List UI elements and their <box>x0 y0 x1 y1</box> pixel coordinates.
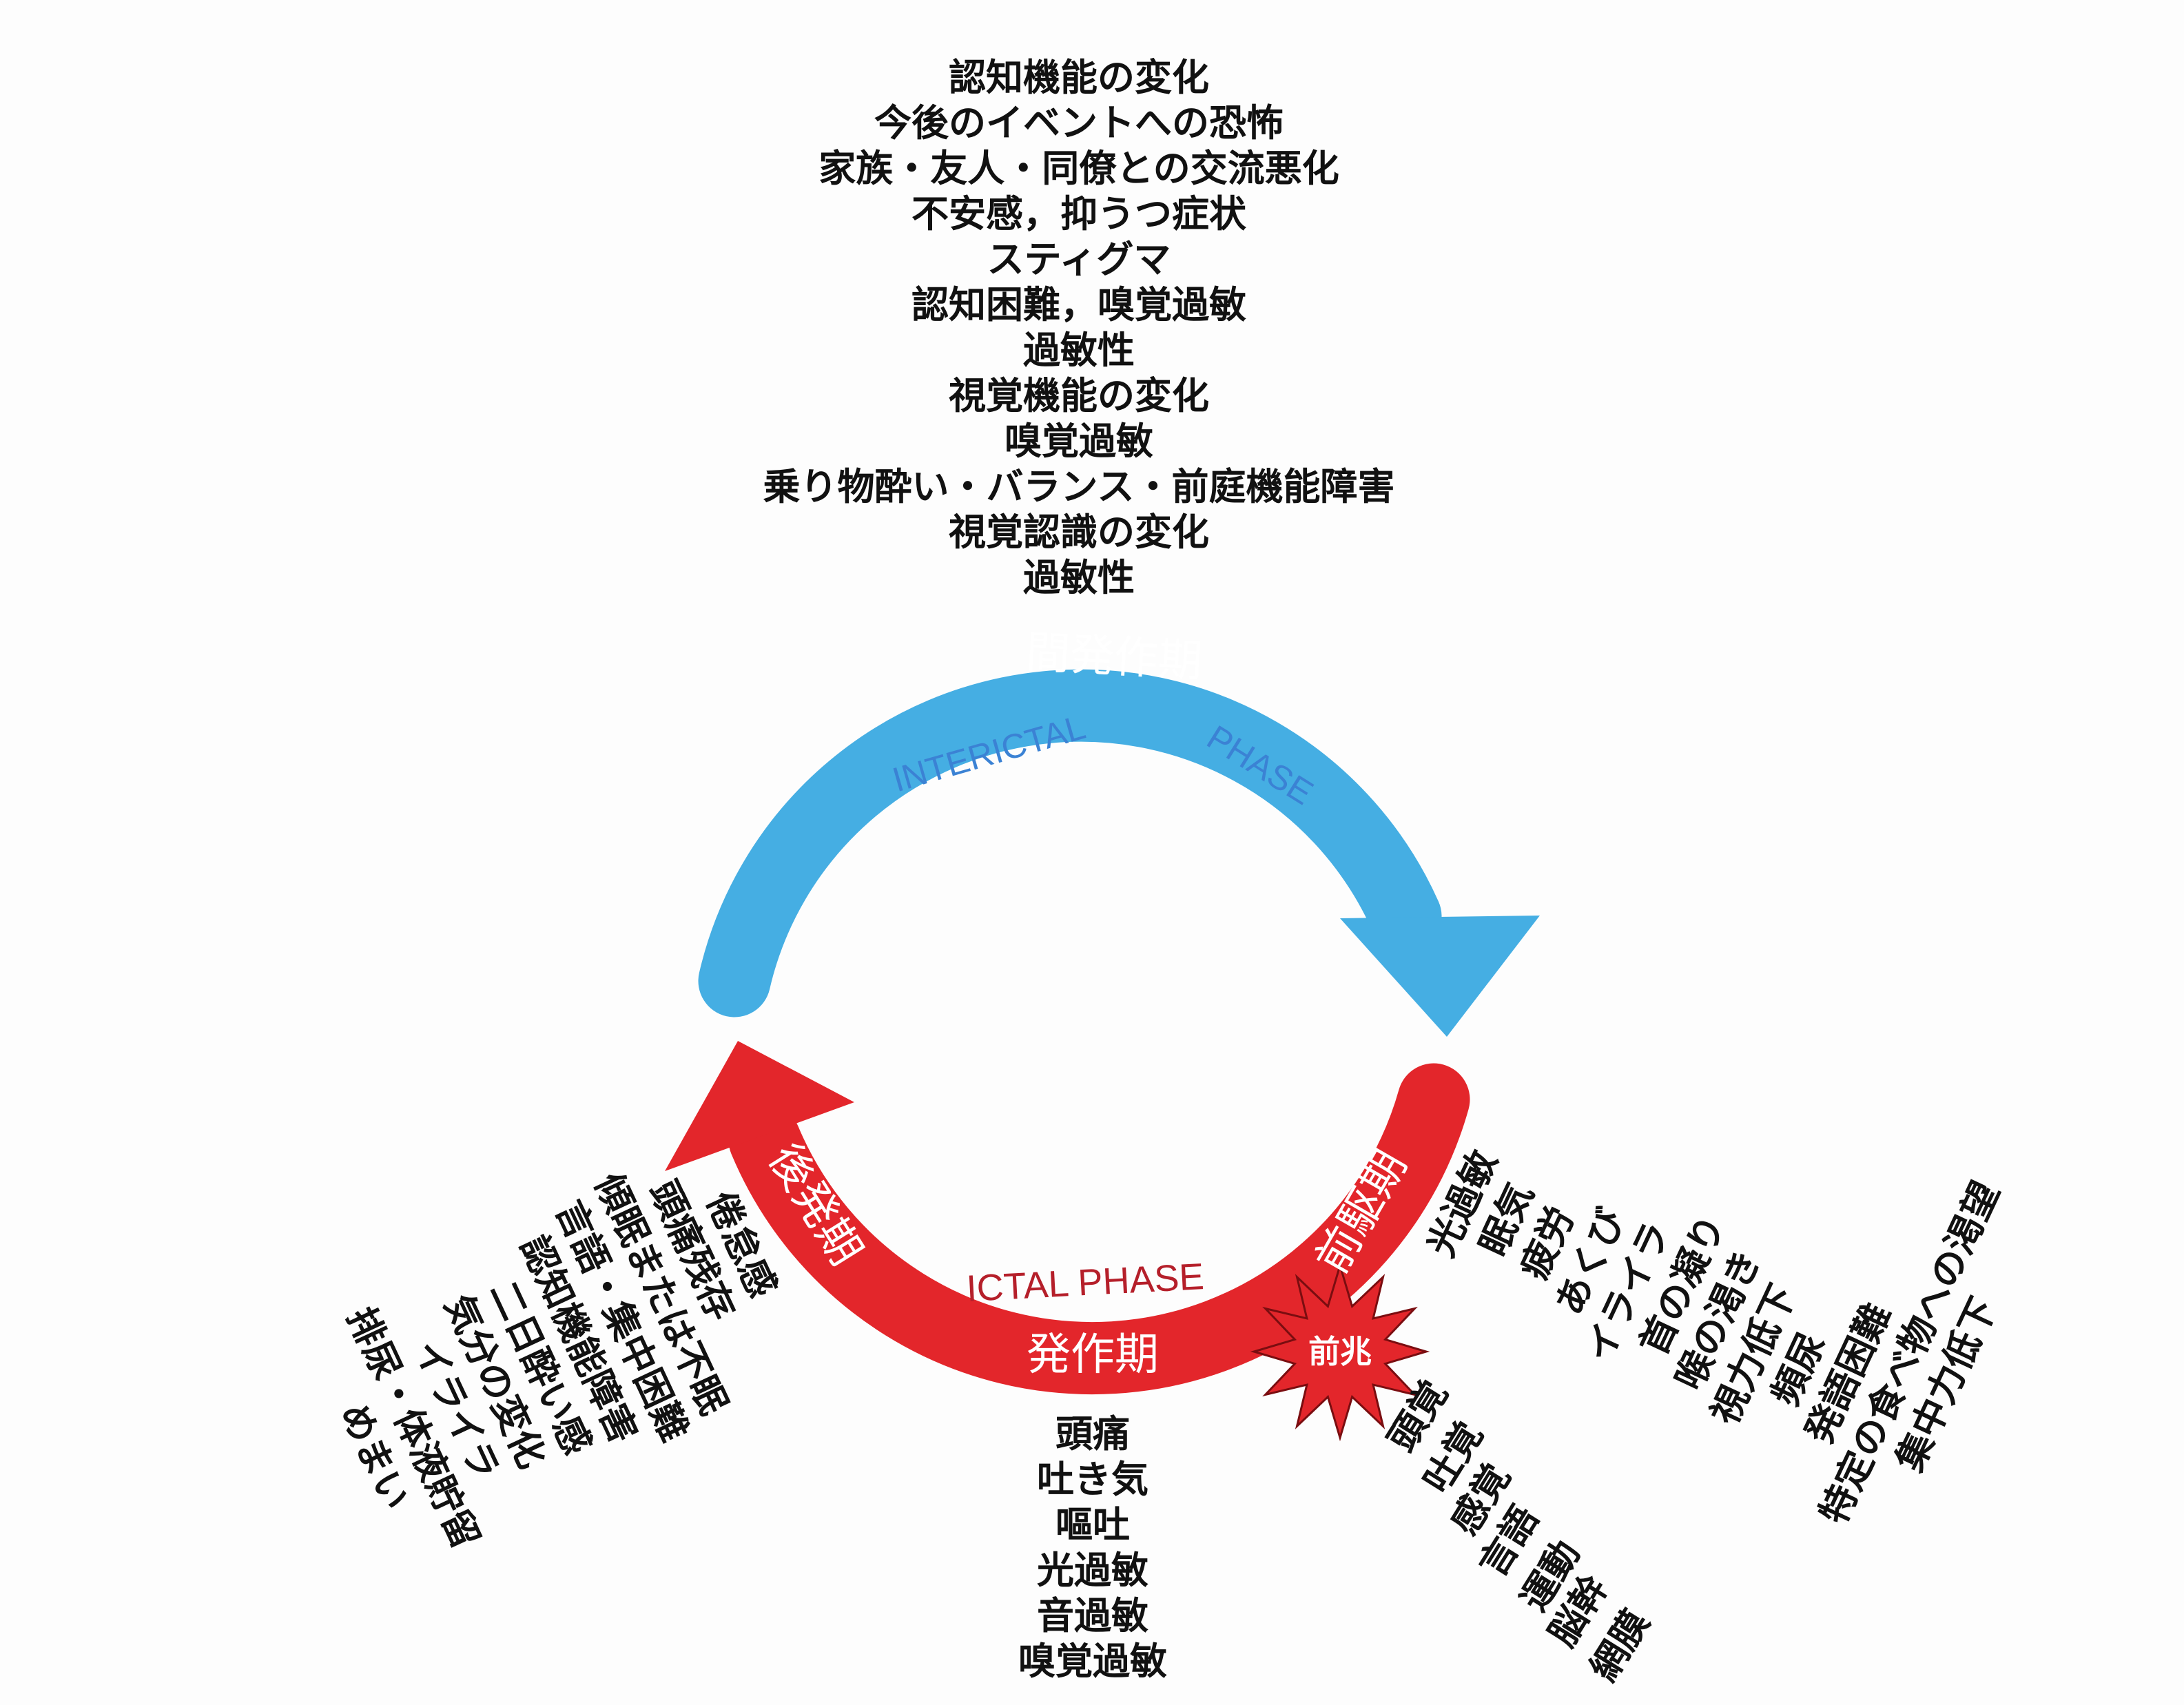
interictal-symptom: 嗅覚過敏 <box>1005 420 1153 463</box>
interictal-symptom-list: 認知機能の変化今後のイベントへの恐怖家族・友人・同僚との交流悪化不安感，抑うつ症… <box>763 56 1395 599</box>
aura-starburst: 前兆 <box>1250 1261 1430 1442</box>
attack-symptom: 吐き気 <box>1037 1458 1148 1501</box>
starburst-icon <box>1250 1261 1430 1442</box>
ictal-arc <box>728 1063 1470 1395</box>
interictal-arrow <box>698 669 1540 1037</box>
postdrome-symptom-list: 倦怠感頭痛残存傾眠または不眠言語・集中困難認知機能障害二日酔い感気分の変化イライ… <box>331 1166 784 1555</box>
attack-symptom: 光過敏 <box>1037 1549 1148 1592</box>
ictal-phase-label: ICTAL PHASE <box>965 1256 1205 1310</box>
attack-symptom: 音過敏 <box>1037 1594 1148 1637</box>
interictal-symptom: 過敏性 <box>1023 556 1135 599</box>
interictal-symptom: 過敏性 <box>1023 329 1135 372</box>
interictal-arc <box>698 669 1442 1017</box>
interictal-symptom: 家族・友人・同僚との交流悪化 <box>818 147 1339 190</box>
ictal-arrowhead <box>665 1041 854 1171</box>
interictal-symptom: 不安感，抑うつ症状 <box>911 192 1247 236</box>
interictal-symptom: 視覚機能の変化 <box>949 374 1209 417</box>
interictal-symptom: 今後のイベントへの恐怖 <box>874 101 1284 145</box>
attack-symptom: 頭痛 <box>1055 1412 1130 1456</box>
interictal-symptom: 認知機能の変化 <box>949 56 1209 99</box>
ictal-arrow <box>665 1041 1470 1395</box>
interictal-symptom: スティグマ <box>987 238 1171 281</box>
interictal-label-jp: 間発作期 <box>1024 627 1204 687</box>
attack-label: 発作期 <box>1027 1330 1159 1381</box>
aura-label: 前兆 <box>1308 1333 1372 1370</box>
interictal-symptom: 乗り物酔い・バランス・前庭機能障害 <box>763 465 1395 508</box>
attack-symptom: 嘔吐 <box>1055 1503 1130 1547</box>
interictal-symptom: 視覚認識の変化 <box>949 510 1209 554</box>
interictal-arrowhead <box>1340 916 1540 1037</box>
attack-symptom: 嗅覚過敏 <box>1018 1640 1167 1683</box>
interictal-symptom: 認知困難，嗅覚過敏 <box>911 283 1246 327</box>
